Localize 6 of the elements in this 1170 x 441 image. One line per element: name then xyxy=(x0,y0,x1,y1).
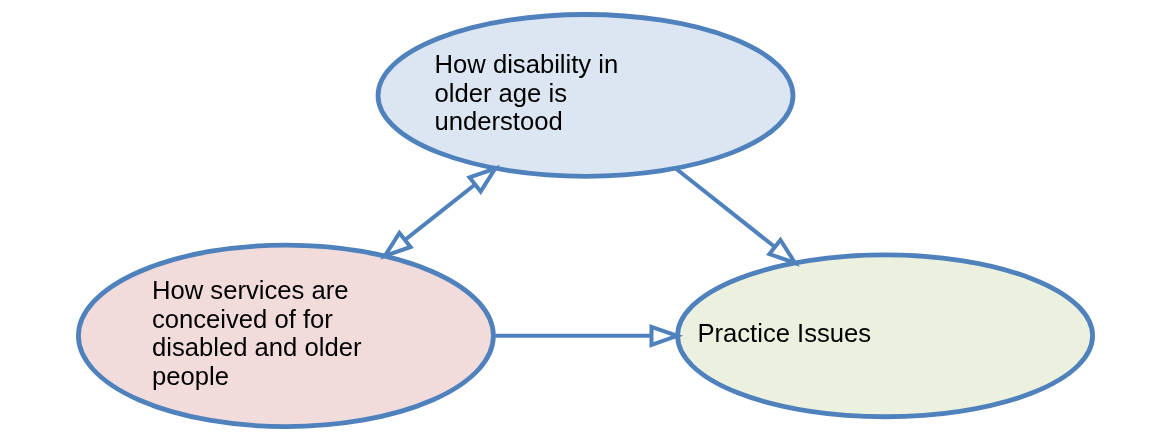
node-ellipse: How services are conceived of for disabled and older people xyxy=(75,242,496,429)
arrow xyxy=(379,164,500,260)
node-ellipse: How disability in older age is understood xyxy=(375,12,795,179)
arrow xyxy=(493,324,683,348)
arrow xyxy=(674,166,800,267)
node-ellipse: Practice Issues xyxy=(674,252,1095,420)
